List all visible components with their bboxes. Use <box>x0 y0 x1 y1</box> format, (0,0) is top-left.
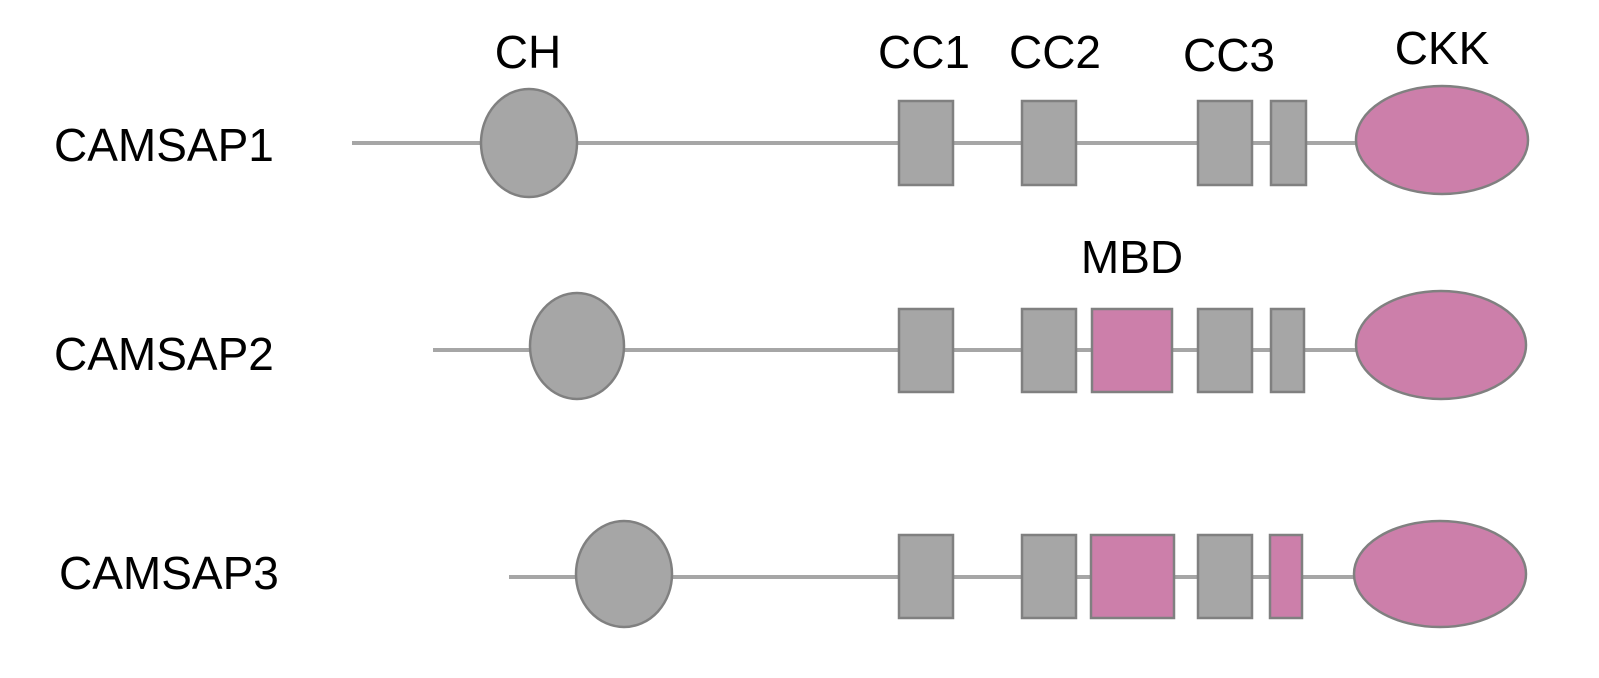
ckk-domain <box>1352 519 1528 629</box>
cc2-domain <box>1020 99 1078 187</box>
cc3-domain <box>1196 533 1254 620</box>
cc3-extension-domain <box>1269 307 1306 394</box>
cc3-domain <box>1196 307 1254 394</box>
protein-name: CAMSAP2 <box>54 328 274 380</box>
cc2-domain <box>1020 307 1078 394</box>
mbd-domain <box>1089 533 1176 620</box>
protein-row-camsap3: CAMSAP3 <box>59 519 1528 629</box>
cc3-extension-domain <box>1268 533 1304 620</box>
ckk-domain <box>1354 289 1528 401</box>
label-mbd: MBD <box>1081 231 1183 283</box>
ch-domain <box>479 87 579 199</box>
ckk-domain <box>1354 84 1530 196</box>
protein-row-camsap2: CAMSAP2 <box>54 289 1528 401</box>
label-cc1: CC1 <box>878 26 970 78</box>
label-ch: CH <box>495 26 561 78</box>
cc1-domain <box>897 307 955 394</box>
label-cc3: CC3 <box>1183 29 1275 81</box>
cc1-domain <box>897 99 955 187</box>
mbd-domain <box>1090 307 1174 394</box>
cc3-extension-domain <box>1269 99 1308 187</box>
protein-name: CAMSAP1 <box>54 119 274 171</box>
protein-row-camsap1: CAMSAP1 <box>54 84 1530 199</box>
label-ckk: CKK <box>1395 22 1490 74</box>
ch-domain <box>528 291 626 401</box>
ch-domain <box>574 519 674 629</box>
protein-name: CAMSAP3 <box>59 547 279 599</box>
cc2-domain <box>1020 533 1078 620</box>
cc3-domain <box>1196 99 1254 187</box>
cc1-domain <box>897 533 955 620</box>
label-cc2: CC2 <box>1009 26 1101 78</box>
